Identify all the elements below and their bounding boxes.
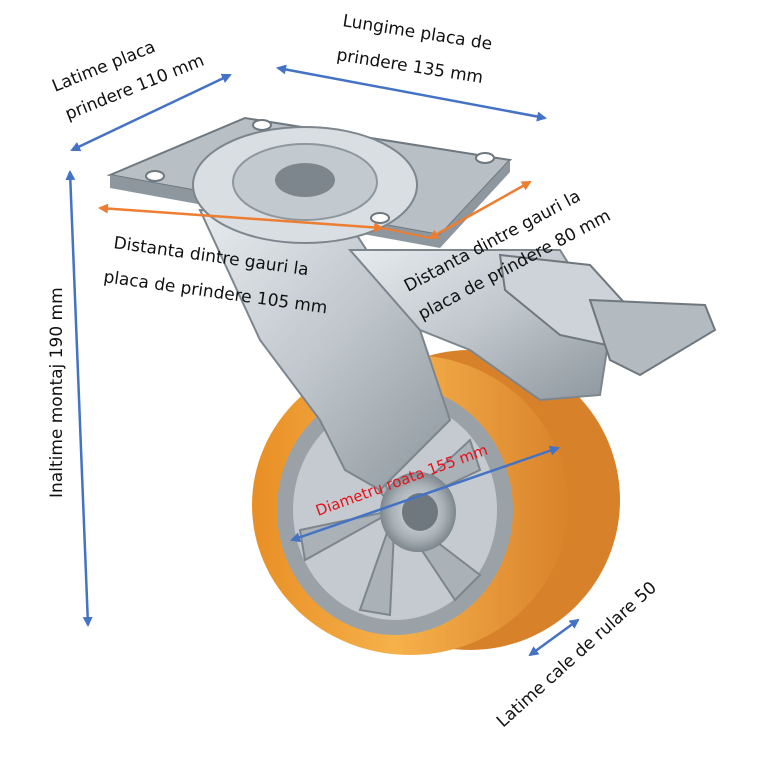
caster-wheel-illustration (106, 116, 717, 655)
label-mounting-height: Inaltime montaj 190 mm (47, 287, 67, 498)
axle-bearing (402, 493, 438, 531)
arrow-plate-length (276, 64, 547, 122)
arrow-plate-width (70, 73, 232, 152)
arrow-tread-width (528, 618, 580, 657)
arrow-holes-105 (98, 203, 384, 233)
label-plate-length-line1: Lungime placa de (341, 11, 493, 54)
brake-pedal (498, 253, 717, 377)
orange-connector (381, 227, 431, 239)
dimension-arrows (65, 64, 580, 657)
swivel-center (275, 163, 335, 197)
arrow-mounting-height (65, 170, 93, 627)
arrow-holes-80 (428, 180, 532, 240)
arrow-wheel-diameter (290, 445, 560, 543)
